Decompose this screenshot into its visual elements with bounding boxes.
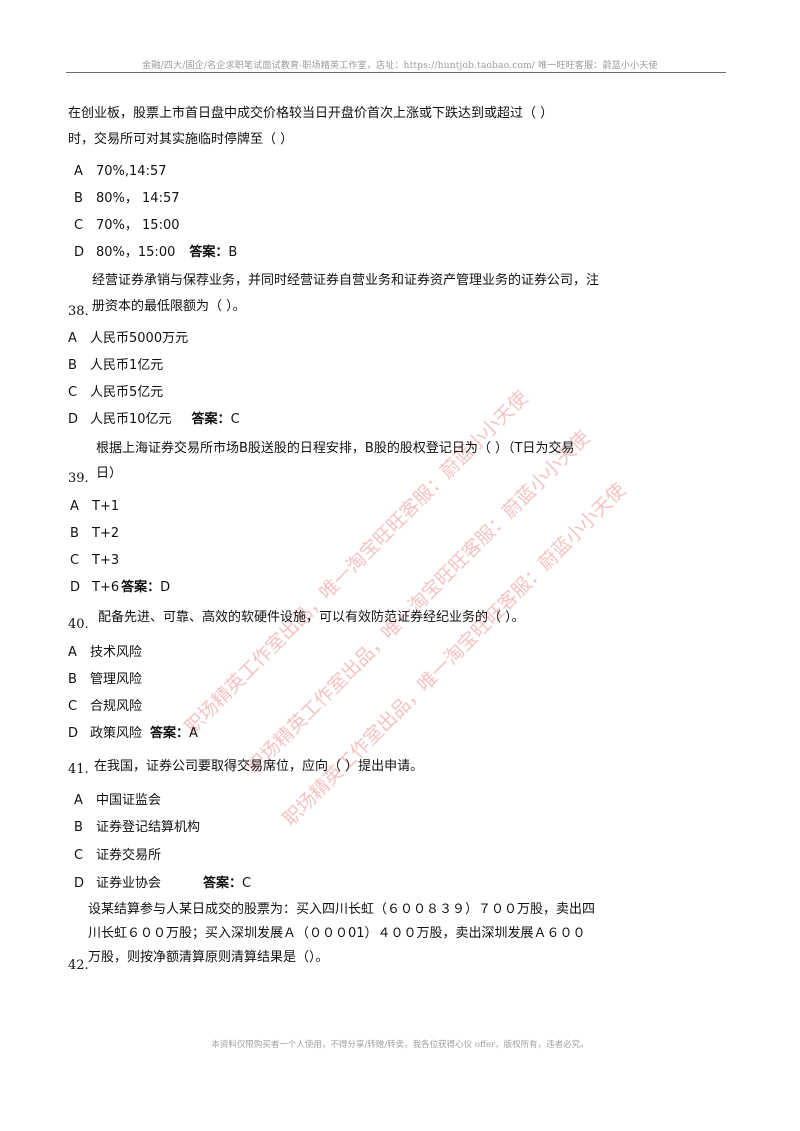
answer-label: 答案： (150, 726, 190, 741)
answer-value: C (242, 876, 252, 891)
answer-label: 答案： (121, 580, 161, 595)
option-with-answer: 人民币10亿元 答案：C (90, 412, 240, 428)
option-text: 人民币10亿元 (90, 412, 172, 427)
question-42-stem-line-2: 川长虹６００万股；买入深圳发展Ａ（０００01）４００万股，卖出深圳发展Ａ６００ (88, 926, 586, 941)
header-rule (66, 72, 726, 73)
option-letter: A (70, 499, 79, 514)
page-footer: 本资料仅限购买者一个人使用，不得分享/转赠/转卖，我各位获得心仪 offer，版… (211, 1040, 589, 1050)
option-letter: A (74, 793, 83, 808)
option-text: 80%，15:00 (96, 245, 176, 260)
question-number: 38. (68, 304, 89, 319)
question-41-stem: 在我国，证券公司要取得交易席位，应向（ ）提出申请。 (94, 759, 424, 774)
option-letter: D (74, 876, 85, 891)
option-letter: D (70, 580, 81, 595)
watermark: 职场精英工作室出品，唯一淘宝旺旺客服：蔚蓝小小天使 (180, 386, 533, 739)
question-38-stem-line-2: 册资本的最低限额为（ ）。 (92, 299, 246, 314)
question-37-stem-line-2: 时，交易所可对其实施临时停牌至（ ） (68, 132, 294, 147)
option-letter: A (68, 331, 77, 346)
option-text: 人民币1亿元 (90, 358, 164, 373)
option-text: 证券登记结算机构 (96, 820, 201, 835)
option-with-answer: 政策风险答案：A (90, 726, 198, 742)
option-letter: C (74, 218, 84, 233)
option-letter: C (68, 699, 78, 714)
answer-label: 答案： (191, 412, 231, 427)
option-text: T+1 (92, 499, 120, 514)
option-text: T+3 (92, 553, 120, 568)
question-39-stem-line-1: 根据上海证券交易所市场B股送股的日程安排，B股的股权登记日为（ ）（T日为交易 (96, 441, 575, 456)
option-text: 技术风险 (90, 645, 143, 660)
option-letter: B (68, 358, 77, 373)
answer-value: D (160, 580, 171, 595)
option-text: T+6 (92, 580, 120, 595)
option-letter: B (70, 526, 79, 541)
option-with-answer: 80%，15:00 答案：B (96, 245, 237, 261)
question-number: 41. (68, 762, 89, 777)
answer-value: A (189, 726, 198, 741)
option-text: 70%,14:57 (96, 164, 167, 179)
watermark: 职场精英工作室出品，唯一淘宝旺旺客服：蔚蓝小小天使 (242, 426, 595, 779)
option-text: 证券业协会 (96, 876, 162, 891)
option-text: 合规风险 (90, 699, 143, 714)
answer-value: B (228, 245, 238, 260)
option-letter: B (74, 191, 83, 206)
answer-label: 答案： (203, 876, 243, 891)
option-text: 80%， 14:57 (96, 191, 180, 206)
option-letter: C (68, 385, 78, 400)
question-42-stem-line-3: 万股，则按净额清算原则清算结果是（）。 (88, 950, 329, 965)
question-38-stem-line-1: 经营证券承销与保荐业务，并同时经营证券自营业务和证券资产管理业务的证券公司，注 (92, 273, 600, 288)
question-42-stem-line-1: 设某结算参与人某日成交的股票为：买入四川长虹（６００８３９）７００万股，卖出四 (88, 902, 596, 917)
question-40-stem: 配备先进、可靠、高效的软硬件设施，可以有效防范证券经纪业务的（ ）。 (98, 610, 525, 625)
watermark: 职场精英工作室出品，唯一淘宝旺旺客服：蔚蓝小小天使 (278, 478, 631, 831)
question-39-stem-line-2: 日） (96, 466, 123, 481)
option-letter: A (74, 164, 83, 179)
question-37-stem-line-1: 在创业板，股票上市首日盘中成交价格较当日开盘价首次上涨或下跌达到或超过（ ） (68, 106, 554, 121)
option-letter: C (74, 848, 84, 863)
option-text: 管理风险 (90, 672, 143, 687)
option-text: 人民币5000万元 (90, 331, 189, 346)
option-with-answer: 证券业协会 答案：C (96, 876, 251, 892)
option-letter: D (74, 245, 85, 260)
question-number: 40. (68, 617, 89, 632)
page-header: 金融/四大/国企/名企求职笔试面试教育-职场精英工作室，店址：https://h… (142, 61, 658, 71)
answer-value: C (230, 412, 240, 427)
answer-label: 答案： (189, 245, 229, 260)
option-text: T+2 (92, 526, 120, 541)
question-number: 39. (68, 471, 89, 486)
option-letter: B (68, 672, 77, 687)
option-text: 中国证监会 (96, 793, 162, 808)
option-letter: C (70, 553, 80, 568)
option-text: 政策风险 (90, 726, 143, 741)
option-letter: D (68, 726, 79, 741)
option-text: 证券交易所 (96, 848, 162, 863)
option-letter: D (68, 412, 79, 427)
option-letter: B (74, 820, 83, 835)
option-text: 70%， 15:00 (96, 218, 180, 233)
question-number: 42. (68, 958, 89, 973)
option-letter: A (68, 645, 77, 660)
option-text: 人民币5亿元 (90, 385, 164, 400)
